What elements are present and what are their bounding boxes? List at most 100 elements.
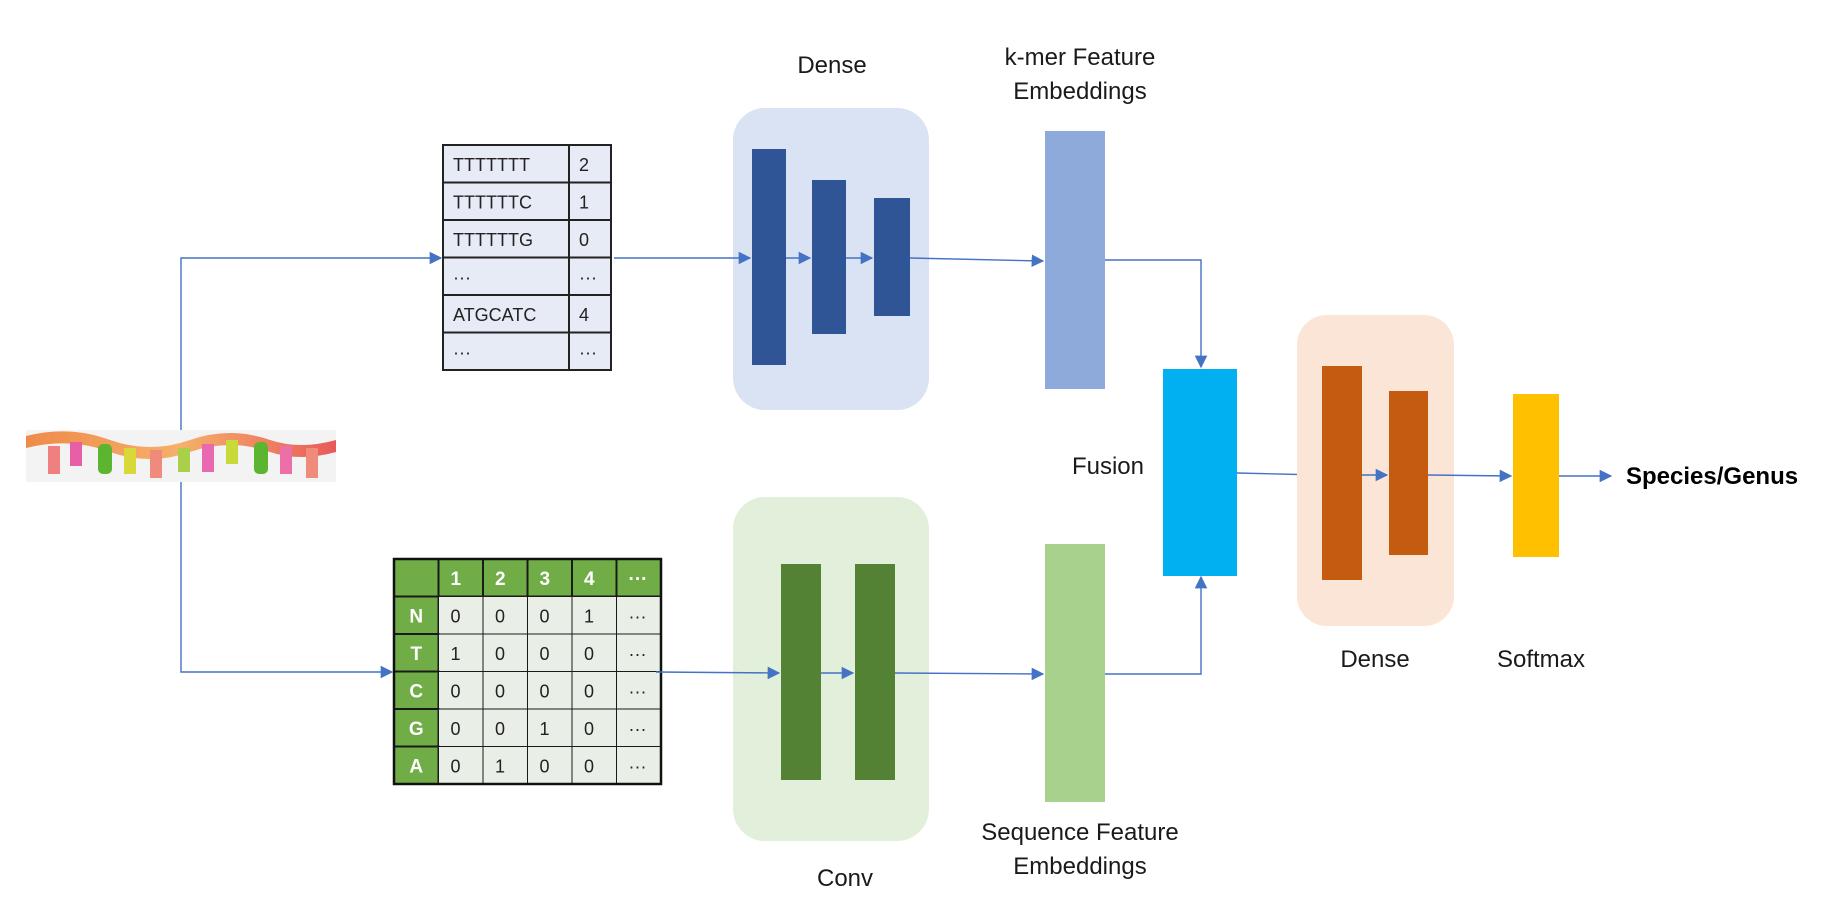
dense-block-right: Dense <box>1297 315 1454 673</box>
arrow-to-onehot-table <box>180 482 394 679</box>
kmer-string: TTTTTTC <box>453 192 532 212</box>
kmer-string: ATGCATC <box>453 305 536 325</box>
dense-layer-1 <box>752 149 786 365</box>
kmer-count: 1 <box>579 192 589 212</box>
onehot-value: 0 <box>584 756 594 776</box>
onehot-value: 0 <box>584 644 594 664</box>
kmer-count: ··· <box>579 342 597 362</box>
fusion-layer: Fusion <box>1072 369 1237 576</box>
dense-right-layer-1 <box>1322 366 1362 580</box>
kmer-embedding-label-line2: Embeddings <box>1013 78 1146 105</box>
onehot-cell <box>482 633 528 672</box>
kmer-string: TTTTTTT <box>453 155 530 175</box>
onehot-header-label: G <box>409 719 424 740</box>
onehot-value: 0 <box>495 681 505 701</box>
kmer-count: ··· <box>579 267 597 287</box>
kmer-count-cell <box>568 294 612 334</box>
dna-sequence-icon <box>26 430 336 482</box>
input-connectors <box>180 251 443 679</box>
kmer-string: ··· <box>453 267 471 287</box>
onehot-value: 0 <box>540 644 550 664</box>
onehot-cell <box>571 746 617 785</box>
conv-panel <box>733 497 929 841</box>
onehot-value: 0 <box>451 681 461 701</box>
kmer-count: 4 <box>579 305 589 325</box>
onehot-value: 0 <box>495 719 505 739</box>
onehot-cell <box>527 708 573 747</box>
output-label: Species/Genus <box>1626 463 1798 490</box>
onehot-header-label: C <box>409 681 423 702</box>
seq-embedding-label-line1: Sequence Feature <box>981 819 1178 846</box>
onehot-cell <box>616 708 662 747</box>
softmax-bar <box>1513 394 1559 557</box>
onehot-value: 1 <box>584 606 594 626</box>
arrow-seq-to-fusion <box>1105 575 1208 675</box>
dense-layer-3 <box>874 198 910 316</box>
onehot-value: ··· <box>629 719 647 739</box>
dense-block-top: Dense <box>733 52 929 410</box>
onehot-header-label: 4 <box>584 569 595 590</box>
kmer-count-cell <box>568 181 612 221</box>
onehot-value: 0 <box>540 756 550 776</box>
onehot-value: 1 <box>540 719 550 739</box>
onehot-value: 0 <box>584 719 594 739</box>
onehot-value: 0 <box>540 681 550 701</box>
onehot-header-label: A <box>409 756 423 777</box>
arrow-onehot-to-conv <box>655 666 781 680</box>
kmer-string: TTTTTTG <box>453 230 533 250</box>
dense-right-layer-2 <box>1389 391 1428 555</box>
dense-right-panel <box>1297 315 1454 626</box>
onehot-cell <box>616 633 662 672</box>
kmer-count-cell <box>568 144 612 184</box>
onehot-cell <box>616 671 662 710</box>
onehot-value: 0 <box>540 606 550 626</box>
onehot-value: 0 <box>451 606 461 626</box>
seq-embedding-bar <box>1045 544 1105 802</box>
conv-block: Conv <box>733 497 929 892</box>
onehot-cell <box>527 671 573 710</box>
onehot-cell <box>482 596 528 635</box>
onehot-cell <box>571 708 617 747</box>
onehot-value: 0 <box>584 681 594 701</box>
onehot-header-cell <box>393 558 440 598</box>
seq-embedding-label-line2: Embeddings <box>1013 853 1146 880</box>
fusion-label: Fusion <box>1072 453 1144 480</box>
onehot-cell <box>482 708 528 747</box>
onehot-cell <box>527 746 573 785</box>
onehot-header-label: 3 <box>540 569 551 590</box>
kmer-count-cell <box>568 331 612 371</box>
onehot-cell <box>438 633 484 672</box>
onehot-value: 1 <box>451 644 461 664</box>
onehot-cell <box>527 633 573 672</box>
onehot-cell <box>482 746 528 785</box>
kmer-count: 0 <box>579 230 589 250</box>
onehot-header-label: ··· <box>629 569 648 590</box>
onehot-cell <box>527 596 573 635</box>
kmer-embedding-bar <box>1045 131 1105 389</box>
dense-right-label: Dense <box>1340 646 1409 673</box>
arrow-dense-to-kmer-embedding <box>909 254 1045 268</box>
onehot-header-label: 2 <box>495 569 506 590</box>
onehot-value: 0 <box>451 756 461 776</box>
kmer-cell <box>442 331 570 371</box>
onehot-cell <box>482 671 528 710</box>
onehot-cell <box>438 596 484 635</box>
onehot-value: ··· <box>629 606 647 626</box>
kmer-count: 2 <box>579 155 589 175</box>
kmer-string: ··· <box>453 342 471 362</box>
conv-layer-1 <box>781 564 821 780</box>
fusion-bar <box>1163 369 1237 576</box>
kmer-feature-embeddings: k-mer Feature Embeddings <box>1005 44 1156 389</box>
conv-label: Conv <box>817 865 873 892</box>
onehot-cell <box>571 671 617 710</box>
conv-layer-2 <box>855 564 895 780</box>
kmer-embedding-label-line1: k-mer Feature <box>1005 44 1156 71</box>
kmer-cell <box>442 219 570 259</box>
onehot-cell <box>571 596 617 635</box>
onehot-value: 0 <box>451 719 461 739</box>
arrow-to-kmer-table <box>180 251 443 430</box>
onehot-cell <box>438 708 484 747</box>
dense-top-label: Dense <box>797 52 866 79</box>
